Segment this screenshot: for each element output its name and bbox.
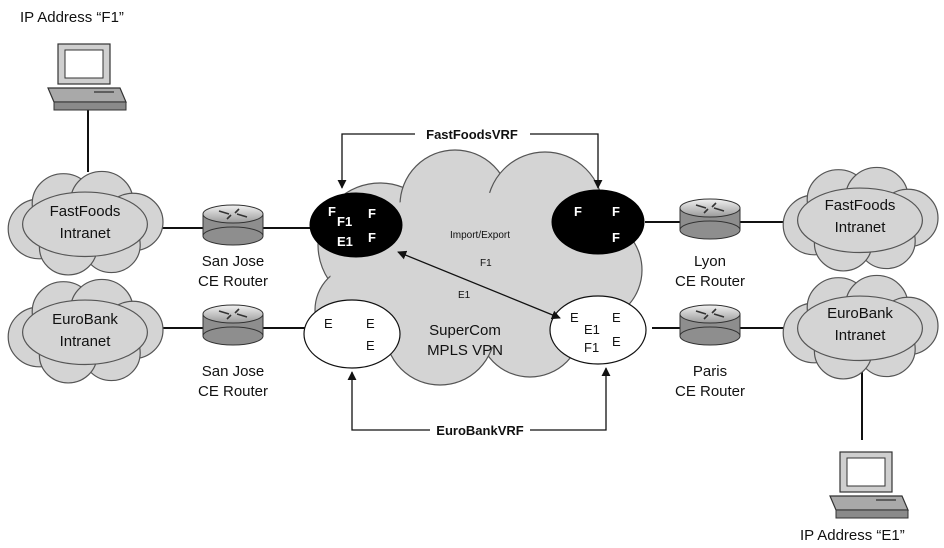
pc-right: IP Address “E1” xyxy=(800,451,909,544)
router-lyon-line1: Lyon xyxy=(694,253,726,270)
router-lyon: Lyon CE Router xyxy=(675,198,745,290)
router-paris-line1: Paris xyxy=(693,363,727,380)
vrf-eurobank-right: E E E1 F1 E xyxy=(549,295,647,365)
router-paris: Paris CE Router xyxy=(675,304,745,400)
import-export-label: Import/Export xyxy=(450,230,510,241)
router-sanjose-top-line1: San Jose xyxy=(202,253,265,270)
cloud-fastfoods-right: FastFoods Intranet xyxy=(782,166,939,272)
cloud-eurobank-right-line2: Intranet xyxy=(835,327,887,344)
router-sanjose-bottom-line2: CE Router xyxy=(198,383,268,400)
pc-left: IP Address “F1” xyxy=(20,9,127,111)
vrf-entry: F1 xyxy=(337,214,352,229)
vrf-entry: E xyxy=(366,316,375,331)
vrf-entry: E xyxy=(324,316,333,331)
vrf-entry: F xyxy=(612,230,620,245)
vrf-entry: F xyxy=(368,230,376,245)
vrf-entry: F1 xyxy=(584,340,599,355)
pc-left-address-label: IP Address “F1” xyxy=(20,9,124,26)
vrf-entry: E xyxy=(366,338,375,353)
vrf-entry: E xyxy=(612,310,621,325)
cloud-fastfoods-right-line2: Intranet xyxy=(835,219,887,236)
vrf-entry: E1 xyxy=(584,322,600,337)
cloud-eurobank-left: EuroBank Intranet xyxy=(7,278,164,384)
vrf-fastfoods-right: F F F xyxy=(551,189,645,255)
router-sanjose-bottom-line1: San Jose xyxy=(202,363,265,380)
fastfoods-vrf-bracket xyxy=(337,133,603,189)
eurobank-vrf-label: EuroBankVRF xyxy=(436,423,523,438)
cloud-fastfoods-left-line1: FastFoods xyxy=(50,203,121,220)
core-cloud-line2: MPLS VPN xyxy=(427,342,503,359)
vrf-entry: F xyxy=(612,204,620,219)
router-paris-line2: CE Router xyxy=(675,383,745,400)
import-export-arrow xyxy=(397,250,561,320)
vrf-entry: E xyxy=(612,334,621,349)
cloud-fastfoods-right-line1: FastFoods xyxy=(825,197,896,214)
router-lyon-line2: CE Router xyxy=(675,273,745,290)
cloud-eurobank-right: EuroBank Intranet xyxy=(782,274,939,380)
vrf-entry: E xyxy=(570,310,579,325)
cloud-eurobank-right-line1: EuroBank xyxy=(827,305,893,322)
router-sanjose-bottom: San Jose CE Router xyxy=(198,304,268,400)
router-sanjose-top: San Jose CE Router xyxy=(198,204,268,290)
route-e1-label: E1 xyxy=(458,290,471,301)
cloud-fastfoods-left-line2: Intranet xyxy=(60,225,112,242)
vrf-entry: F xyxy=(328,204,336,219)
cloud-fastfoods-left: FastFoods Intranet xyxy=(7,170,164,276)
core-cloud-line1: SuperCom xyxy=(429,322,501,339)
fastfoods-vrf-label: FastFoodsVRF xyxy=(426,127,518,142)
vrf-eurobank-left: E E E xyxy=(303,299,401,369)
router-sanjose-top-line2: CE Router xyxy=(198,273,268,290)
vrf-fastfoods-left: F F F1 E1 F xyxy=(309,192,403,258)
cloud-eurobank-left-line1: EuroBank xyxy=(52,311,118,328)
route-f1-label: F1 xyxy=(480,258,492,269)
eurobank-vrf-bracket xyxy=(347,367,611,431)
vrf-entry: F xyxy=(368,206,376,221)
cloud-eurobank-left-line2: Intranet xyxy=(60,333,112,350)
pc-right-address-label: IP Address “E1” xyxy=(800,527,905,544)
vrf-entry: F xyxy=(574,204,582,219)
vrf-entry: E1 xyxy=(337,234,353,249)
